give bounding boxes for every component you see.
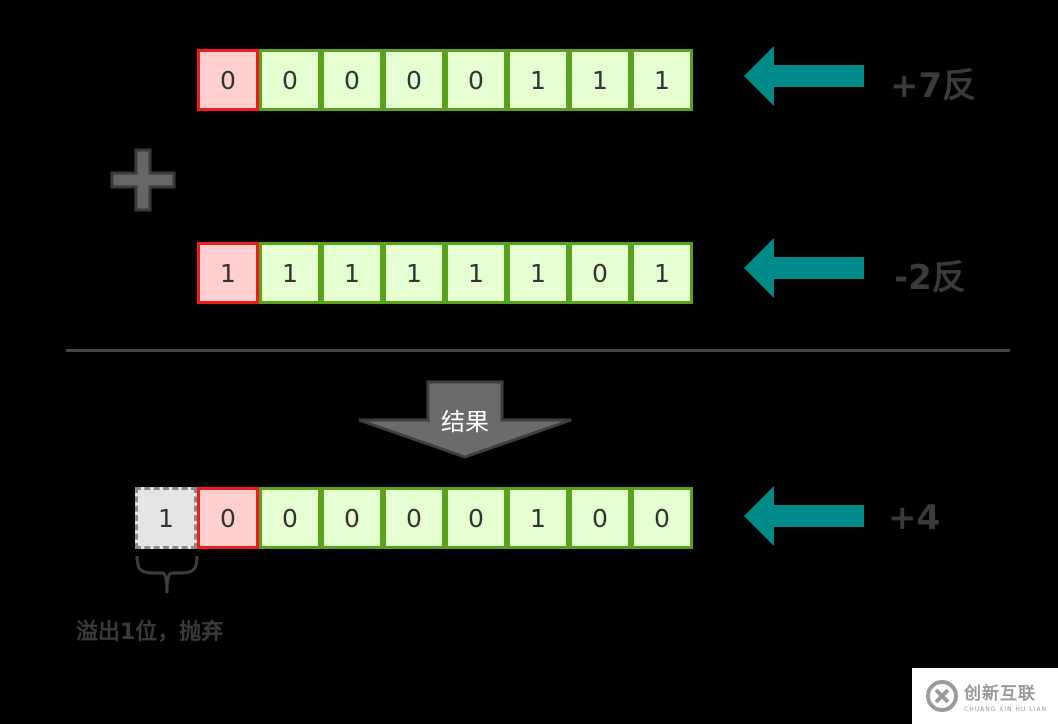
bit-cell: 0 — [321, 487, 383, 549]
bit-cell: 1 — [321, 242, 383, 304]
bit-cell: 1 — [383, 242, 445, 304]
sign-bit: 1 — [197, 242, 259, 304]
bit-cell: 0 — [569, 242, 631, 304]
plus-icon — [110, 148, 176, 212]
row-label-minus2: -2反 — [894, 258, 966, 298]
watermark-subtext: CHUANG XIN HU LIAN — [964, 706, 1048, 713]
down-arrow-icon — [358, 380, 572, 459]
sign-bit: 0 — [197, 49, 259, 111]
bit-cell: 0 — [259, 487, 321, 549]
row-label-plus7: +7反 — [890, 66, 977, 106]
brace-icon — [135, 555, 199, 594]
bit-cell: 0 — [321, 49, 383, 111]
bit-cell: 1 — [507, 242, 569, 304]
bit-cell: 1 — [507, 49, 569, 111]
left-arrow-icon — [744, 238, 864, 298]
bit-cell: 1 — [631, 242, 693, 304]
bit-cell: 1 — [507, 487, 569, 549]
bit-cell: 1 — [445, 242, 507, 304]
overflow-bit: 1 — [135, 487, 197, 549]
bit-cell: 0 — [631, 487, 693, 549]
bit-cell: 1 — [569, 49, 631, 111]
sign-bit: 0 — [197, 487, 259, 549]
brand-logo-icon — [926, 680, 958, 712]
watermark: 创新互联 CHUANG XIN HU LIAN — [912, 668, 1058, 724]
bit-cell: 0 — [383, 49, 445, 111]
bit-cell: 0 — [569, 487, 631, 549]
result-label: 结果 — [441, 408, 489, 436]
bit-cell: 0 — [259, 49, 321, 111]
left-arrow-icon — [744, 46, 864, 106]
bit-cell: 1 — [259, 242, 321, 304]
overflow-note: 溢出1位，抛弃 — [76, 620, 224, 645]
divider-line — [66, 349, 1010, 352]
watermark-text: 创新互联 — [964, 684, 1036, 704]
row-label-result: +4 — [888, 498, 941, 538]
bit-cell: 1 — [631, 49, 693, 111]
bit-cell: 0 — [383, 487, 445, 549]
left-arrow-icon — [744, 486, 864, 546]
bit-cell: 0 — [445, 487, 507, 549]
bit-cell: 0 — [445, 49, 507, 111]
